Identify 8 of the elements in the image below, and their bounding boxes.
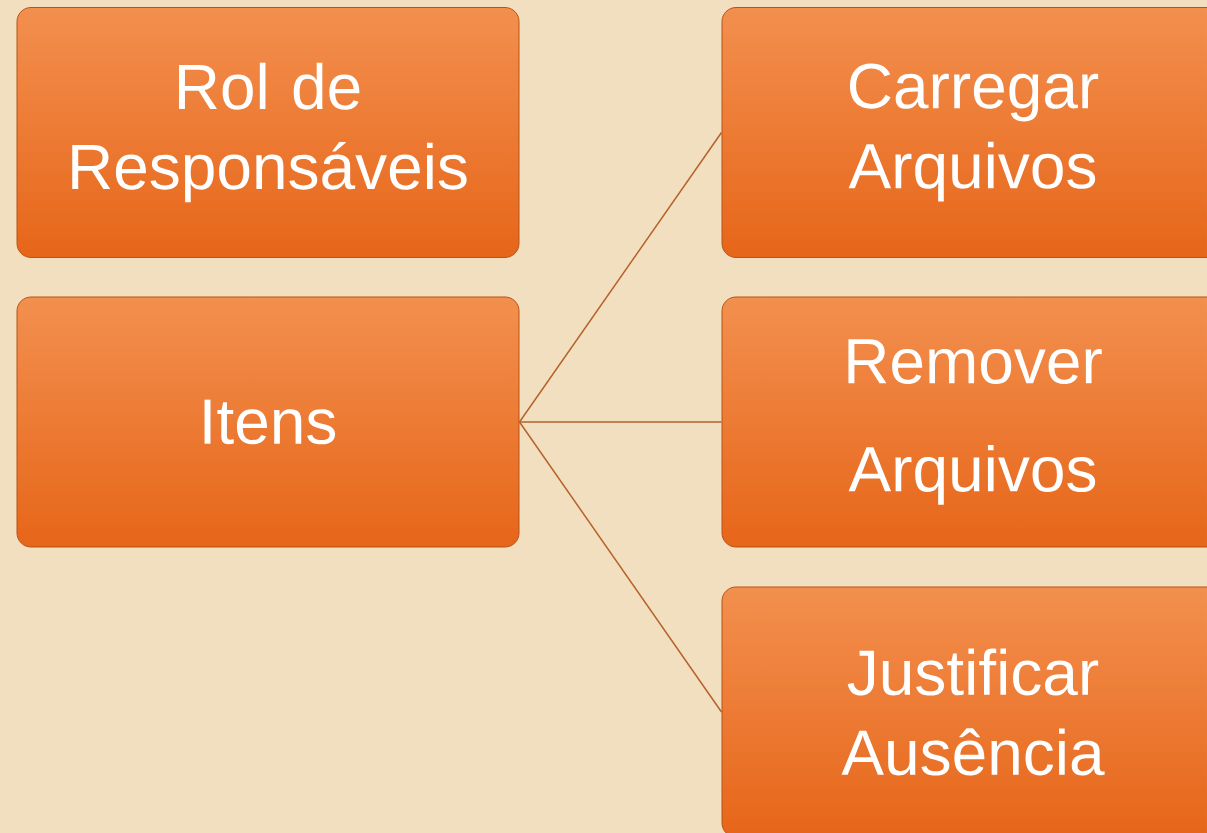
connector-line — [518, 131, 723, 423]
connector-line — [518, 421, 723, 713]
process-box: Rol de Responsáveis — [16, 7, 520, 258]
connector-line — [518, 421, 723, 423]
process-box: Carregar Arquivos — [721, 7, 1207, 258]
process-box: Remover Arquivos — [721, 296, 1207, 548]
process-box: Justificar Ausência — [721, 586, 1207, 833]
process-box: Itens — [16, 296, 520, 548]
